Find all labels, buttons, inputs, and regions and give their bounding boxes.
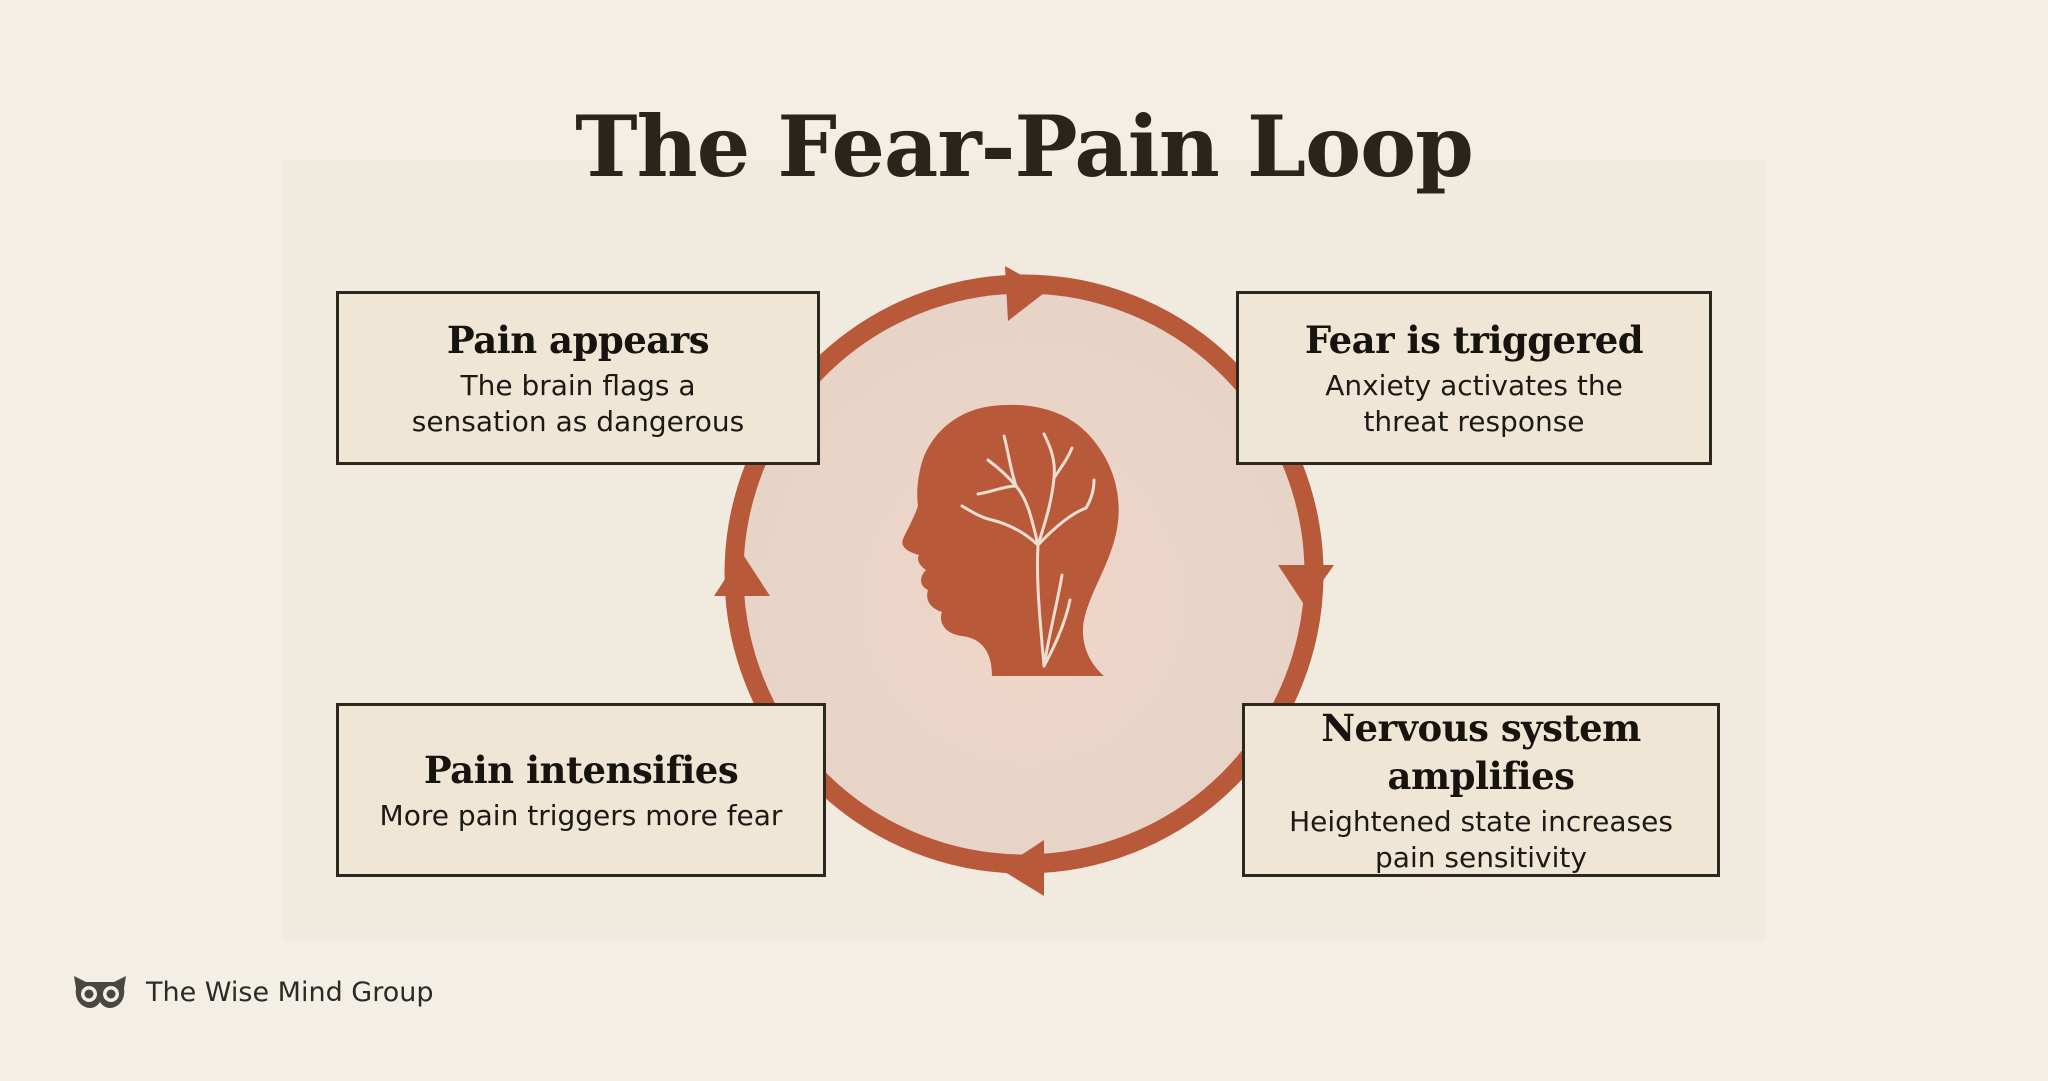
step-description-line: Anxiety activates the: [1325, 369, 1623, 402]
step-description: Heightened state increases pain sensitiv…: [1289, 804, 1673, 876]
arrow-right-icon: [1278, 565, 1334, 606]
arrow-top-icon: [1005, 266, 1048, 321]
step-description-line: threat response: [1363, 405, 1585, 438]
step-pain-intensifies: Pain intensifies More pain triggers more…: [336, 703, 826, 877]
diagram-title: The Fear-Pain Loop: [575, 97, 1474, 196]
step-fear-triggered: Fear is triggered Anxiety activates the …: [1236, 291, 1712, 465]
step-description-line: Heightened state increases: [1289, 805, 1673, 838]
step-nervous-system-amplifies: Nervous system amplifies Heightened stat…: [1242, 703, 1720, 877]
step-description-line: More pain triggers more fear: [379, 799, 783, 832]
step-description: More pain triggers more fear: [380, 798, 783, 834]
step-title: Fear is triggered: [1304, 318, 1644, 362]
head-with-nerves-icon: [902, 404, 1119, 676]
arrow-bottom-icon: [1000, 840, 1044, 896]
step-title: Nervous system amplifies: [1321, 706, 1641, 798]
step-description: Anxiety activates the threat response: [1325, 368, 1623, 440]
brand-name: The Wise Mind Group: [146, 976, 434, 1008]
arrow-left-icon: [714, 553, 770, 596]
step-title: Pain appears: [446, 318, 710, 362]
step-description-line: The brain flags a: [460, 369, 696, 402]
step-pain-appears: Pain appears The brain flags a sensation…: [336, 291, 820, 465]
step-description: The brain flags a sensation as dangerous: [412, 368, 745, 440]
step-description-line: pain sensitivity: [1375, 841, 1587, 874]
owl-icon: [74, 976, 126, 1008]
step-description-line: sensation as dangerous: [411, 405, 745, 438]
step-title: Pain intensifies: [423, 748, 739, 792]
footer-brand: The Wise Mind Group: [72, 970, 434, 1014]
